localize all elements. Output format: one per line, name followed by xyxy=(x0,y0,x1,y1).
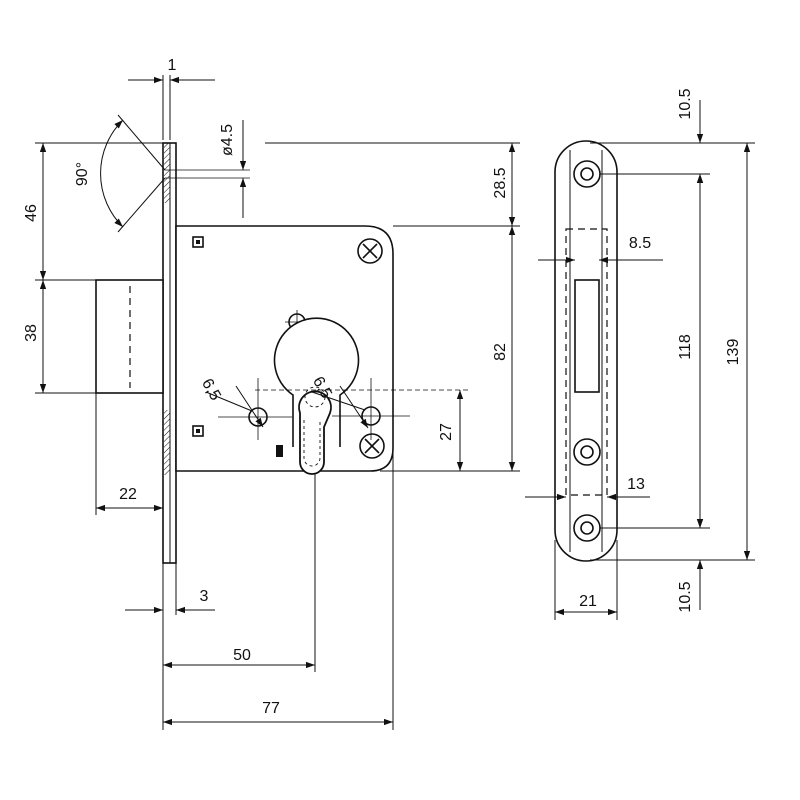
square-marker-keyhole xyxy=(276,445,283,457)
lock-dimensions xyxy=(35,75,520,730)
dim-label-50: 50 xyxy=(233,647,251,664)
dim-label-38: 38 xyxy=(23,324,40,342)
dim-label-77: 77 xyxy=(262,700,280,717)
lock-body-view xyxy=(95,142,394,564)
strike-box-dashed xyxy=(565,228,608,496)
strike-dimensions xyxy=(525,100,755,620)
strike-slot xyxy=(574,279,600,393)
dim-label-82: 82 xyxy=(492,343,509,361)
square-marker-top xyxy=(192,236,204,248)
forend-hatch-top xyxy=(164,143,170,203)
screw-top xyxy=(357,238,383,264)
dim-label-27: 27 xyxy=(438,423,455,441)
strike-screw-middle xyxy=(573,438,601,466)
dim-label-1: 1 xyxy=(168,57,177,74)
screw-bottom xyxy=(359,433,385,459)
dim-label-3: 3 xyxy=(200,588,209,605)
square-marker-bottom xyxy=(192,425,204,437)
keyhole-profile xyxy=(298,390,332,475)
dim-label-strike-139: 139 xyxy=(725,339,742,366)
dim-label-dia-4-5: ø4.5 xyxy=(219,124,236,156)
dim-label-strike-10-5-bottom: 10.5 xyxy=(677,581,694,612)
dim-label-90: 90° xyxy=(74,162,91,186)
dim-label-22: 22 xyxy=(119,486,137,503)
dim-label-strike-10-5-top: 10.5 xyxy=(677,88,694,119)
dim-label-strike-13: 13 xyxy=(627,476,645,493)
cylinder-outline xyxy=(273,317,360,447)
dim-label-strike-21: 21 xyxy=(579,593,597,610)
forend-hatch-bottom xyxy=(164,410,170,475)
dim-label-28-5: 28.5 xyxy=(492,167,509,198)
dim-label-strike-118: 118 xyxy=(677,334,694,360)
construction-lines xyxy=(165,169,470,440)
dim-label-strike-8-5: 8.5 xyxy=(629,235,651,252)
dim-label-46: 46 xyxy=(23,204,40,222)
strike-plate-view xyxy=(554,140,618,562)
